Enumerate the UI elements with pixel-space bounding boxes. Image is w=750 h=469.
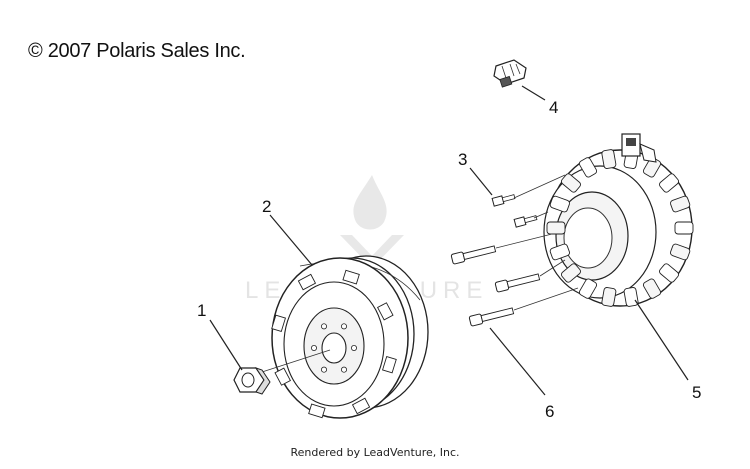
flywheel-vane bbox=[274, 367, 291, 386]
leader-line-2 bbox=[269, 214, 313, 266]
flywheel-vane bbox=[351, 397, 371, 415]
flywheel-hole bbox=[340, 366, 347, 373]
leader-line-3 bbox=[469, 167, 493, 196]
leader-line-4 bbox=[521, 85, 546, 101]
callout-4: 4 bbox=[549, 98, 558, 117]
stator-tooth bbox=[578, 157, 598, 178]
flywheel-vane bbox=[382, 355, 397, 374]
connector-clip-icon bbox=[493, 59, 527, 88]
callout-1: 1 bbox=[197, 301, 206, 320]
footer-credit: Rendered by LeadVenture, Inc. bbox=[290, 446, 460, 459]
leader-line-5 bbox=[634, 299, 689, 381]
flywheel-vane bbox=[377, 302, 394, 321]
stator-tooth bbox=[659, 173, 680, 193]
stator-tooth bbox=[670, 195, 691, 213]
flywheel-vanes bbox=[271, 269, 397, 419]
stator-icon bbox=[543, 133, 694, 307]
flywheel-vane bbox=[271, 314, 286, 333]
callout-2: 2 bbox=[262, 197, 271, 216]
stator-tooth bbox=[549, 195, 570, 213]
screw-icon bbox=[491, 194, 538, 228]
leader-line-1 bbox=[209, 319, 243, 371]
callout-5: 5 bbox=[692, 383, 701, 402]
stator-tooth bbox=[642, 278, 662, 299]
callout-6: 6 bbox=[545, 402, 554, 421]
stator-tooth bbox=[578, 278, 598, 299]
watermark-flame-icon bbox=[353, 175, 387, 230]
flywheel-vane bbox=[342, 269, 360, 285]
copyright-text: © 2007 Polaris Sales Inc. bbox=[28, 40, 246, 62]
stator-tooth bbox=[546, 221, 566, 235]
stator-tooth bbox=[659, 263, 680, 283]
leader-line-6 bbox=[489, 327, 546, 396]
stator-tooth bbox=[560, 263, 581, 283]
stator-teeth bbox=[546, 149, 694, 307]
flywheel-holes bbox=[310, 323, 357, 373]
flywheel-nut-icon bbox=[233, 367, 271, 395]
stator-tooth bbox=[549, 243, 570, 261]
flywheel-hole bbox=[350, 344, 357, 351]
watermark-v-icon bbox=[340, 235, 404, 268]
stator-tooth bbox=[601, 149, 617, 169]
bolt-icon bbox=[450, 245, 541, 327]
flywheel-hole bbox=[320, 323, 327, 330]
callout-3: 3 bbox=[458, 150, 467, 169]
flywheel-vane bbox=[308, 403, 326, 419]
stator-tooth bbox=[560, 173, 581, 193]
stator-tooth bbox=[674, 221, 694, 235]
flywheel-icon bbox=[271, 255, 429, 419]
flywheel-hole bbox=[310, 344, 317, 351]
stator-tooth bbox=[623, 287, 639, 307]
flywheel-vane bbox=[297, 273, 317, 291]
stator-tooth bbox=[670, 243, 691, 261]
stator-tooth bbox=[601, 287, 617, 307]
flywheel-hole bbox=[340, 323, 347, 330]
flywheel-hole bbox=[320, 366, 327, 373]
